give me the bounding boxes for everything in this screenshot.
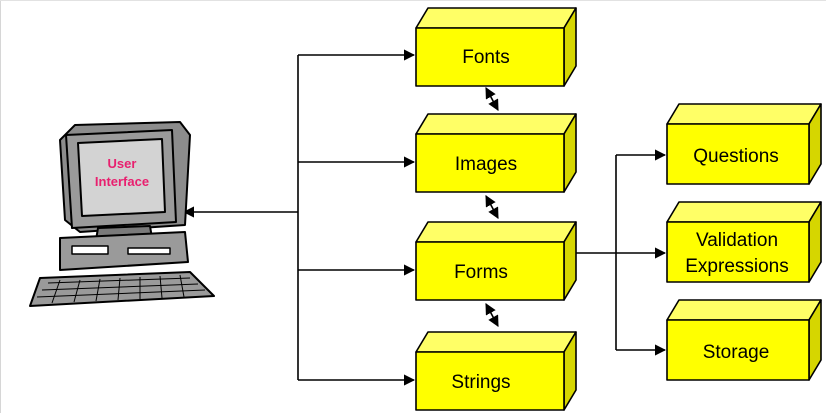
computer-icon xyxy=(29,121,215,307)
arrow-images-forms xyxy=(485,195,499,219)
box-questions xyxy=(666,103,822,185)
keyboard xyxy=(29,271,215,307)
box-storage-label: Storage xyxy=(703,342,770,363)
box-strings-label: Strings xyxy=(451,372,510,393)
arrow-forms-strings xyxy=(485,303,499,327)
box-validation xyxy=(666,201,822,283)
box-forms xyxy=(415,221,577,301)
connectors xyxy=(182,49,667,386)
box-validation-label-line1: Validation xyxy=(696,230,778,251)
keyboard-keys xyxy=(36,274,206,304)
box-fonts xyxy=(415,7,577,87)
drive-slot-1 xyxy=(71,245,109,255)
monitor-screen xyxy=(77,138,166,217)
top-border xyxy=(0,0,826,1)
box-forms-label: Forms xyxy=(454,262,508,283)
box-strings xyxy=(415,331,577,411)
box-images-label: Images xyxy=(455,154,517,175)
box-validation-label-line2: Expressions xyxy=(685,256,789,277)
drive-slot-2 xyxy=(127,247,171,255)
screen-label-line1: User xyxy=(108,156,137,171)
arrow-fonts-images xyxy=(485,87,499,111)
box-questions-label: Questions xyxy=(693,146,779,167)
box-storage xyxy=(666,299,822,381)
box-images xyxy=(415,113,577,193)
left-border xyxy=(0,0,1,413)
box-fonts-label: Fonts xyxy=(462,47,510,68)
screen-label-line2: Interface xyxy=(95,174,149,189)
computer-base xyxy=(59,231,189,271)
